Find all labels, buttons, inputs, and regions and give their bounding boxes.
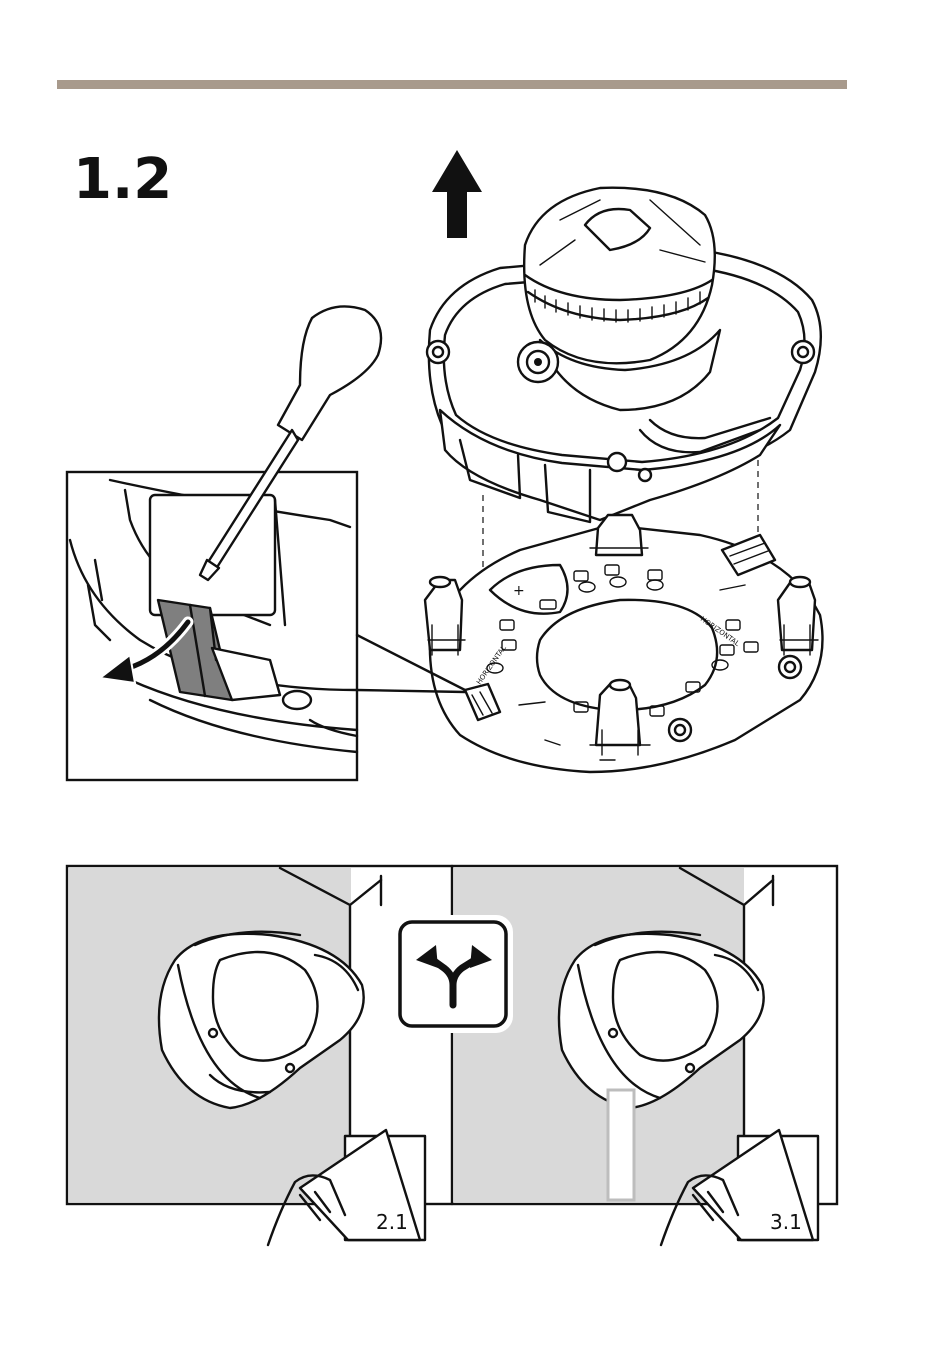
plate-post-top: [590, 515, 648, 555]
detail-inset: [67, 472, 465, 780]
plate-plus-mark: +: [513, 583, 525, 599]
choice-panels: 2.1 3.1: [67, 866, 837, 1245]
header-rule: [57, 80, 847, 89]
step-number: 1.2: [73, 147, 172, 212]
split-arrow-icon: [396, 918, 510, 1030]
lift-arrow-icon: [432, 150, 482, 238]
page-ref-right-label: 3.1: [770, 1210, 802, 1234]
plate-post-left: [425, 577, 465, 655]
mounting-plate: + HORIZONTAL HORIZONTAL: [425, 515, 823, 772]
camera-unit: [427, 188, 821, 522]
page-ref-left-label: 2.1: [376, 1210, 408, 1234]
